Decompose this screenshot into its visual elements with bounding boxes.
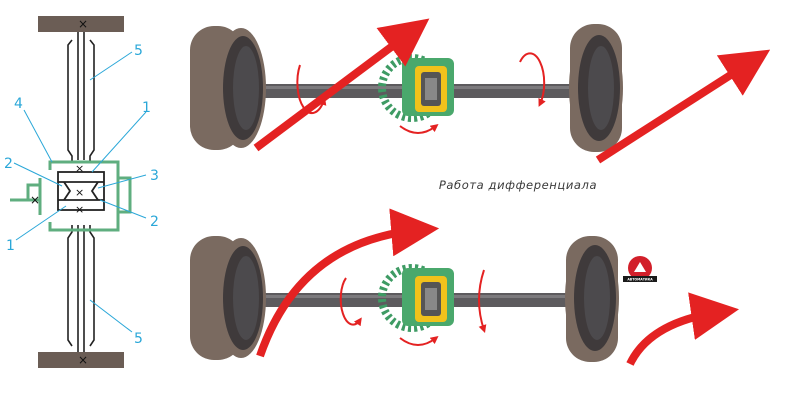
rotation-arrow-icon: [296, 64, 327, 114]
logo-text: АВТОМАТИКА: [627, 277, 653, 281]
schematic-leader-lines: [13, 51, 147, 333]
motion-arrow-icon: [256, 208, 440, 358]
diagram-caption: Работа дифференциала: [439, 178, 597, 192]
label-top-gear: 5: [134, 43, 143, 59]
motion-arrow-icon: [253, 18, 430, 152]
rotation-arrow-icon: [478, 269, 487, 334]
label-bottom-gear: 5: [134, 331, 143, 347]
label-right-upper: 1: [142, 100, 151, 116]
schematic-housing: [10, 160, 132, 232]
label-left-upper: 4: [14, 96, 23, 112]
logo-badge-icon: АВТОМАТИКА: [623, 256, 657, 282]
svg-text:×: ×: [75, 162, 84, 175]
top-differential-gear-icon: [378, 54, 454, 122]
label-left-middle: 2: [4, 156, 13, 172]
bottom-left-wheel: [190, 236, 266, 360]
rotation-arrow-icon: [399, 124, 439, 134]
schematic: × × ×: [4, 16, 159, 368]
svg-text:×: ×: [78, 353, 88, 367]
svg-text:×: ×: [75, 186, 84, 199]
motion-arrow-icon: [595, 49, 771, 164]
rotation-arrow-icon: [519, 52, 546, 107]
schematic-differential-box: [57, 171, 105, 211]
schematic-upper-shaft: [67, 32, 95, 162]
bottom-right-wheel: [565, 236, 619, 362]
top-right-wheel: [569, 24, 623, 152]
svg-text:×: ×: [78, 17, 88, 31]
label-left-lower: 1: [6, 238, 15, 254]
label-right-lower: 2: [150, 214, 159, 230]
schematic-lower-shaft: [67, 225, 95, 352]
top-axle-assembly: [190, 18, 771, 164]
svg-text:×: ×: [75, 203, 84, 216]
svg-text:×: ×: [30, 193, 40, 207]
schematic-bottom-wheel: [38, 352, 124, 368]
top-left-wheel: [190, 26, 266, 150]
top-rotation-arrows: [296, 52, 546, 134]
rotation-arrow-icon: [339, 277, 362, 327]
bottom-differential-gear-icon: [378, 264, 454, 332]
schematic-top-wheel: [38, 16, 124, 32]
bottom-rotation-arrows: [339, 269, 487, 346]
motion-arrow-icon: [626, 292, 740, 366]
rotation-arrow-icon: [399, 336, 439, 346]
bottom-axle-assembly: [190, 208, 740, 366]
label-right-middle: 3: [150, 168, 159, 184]
